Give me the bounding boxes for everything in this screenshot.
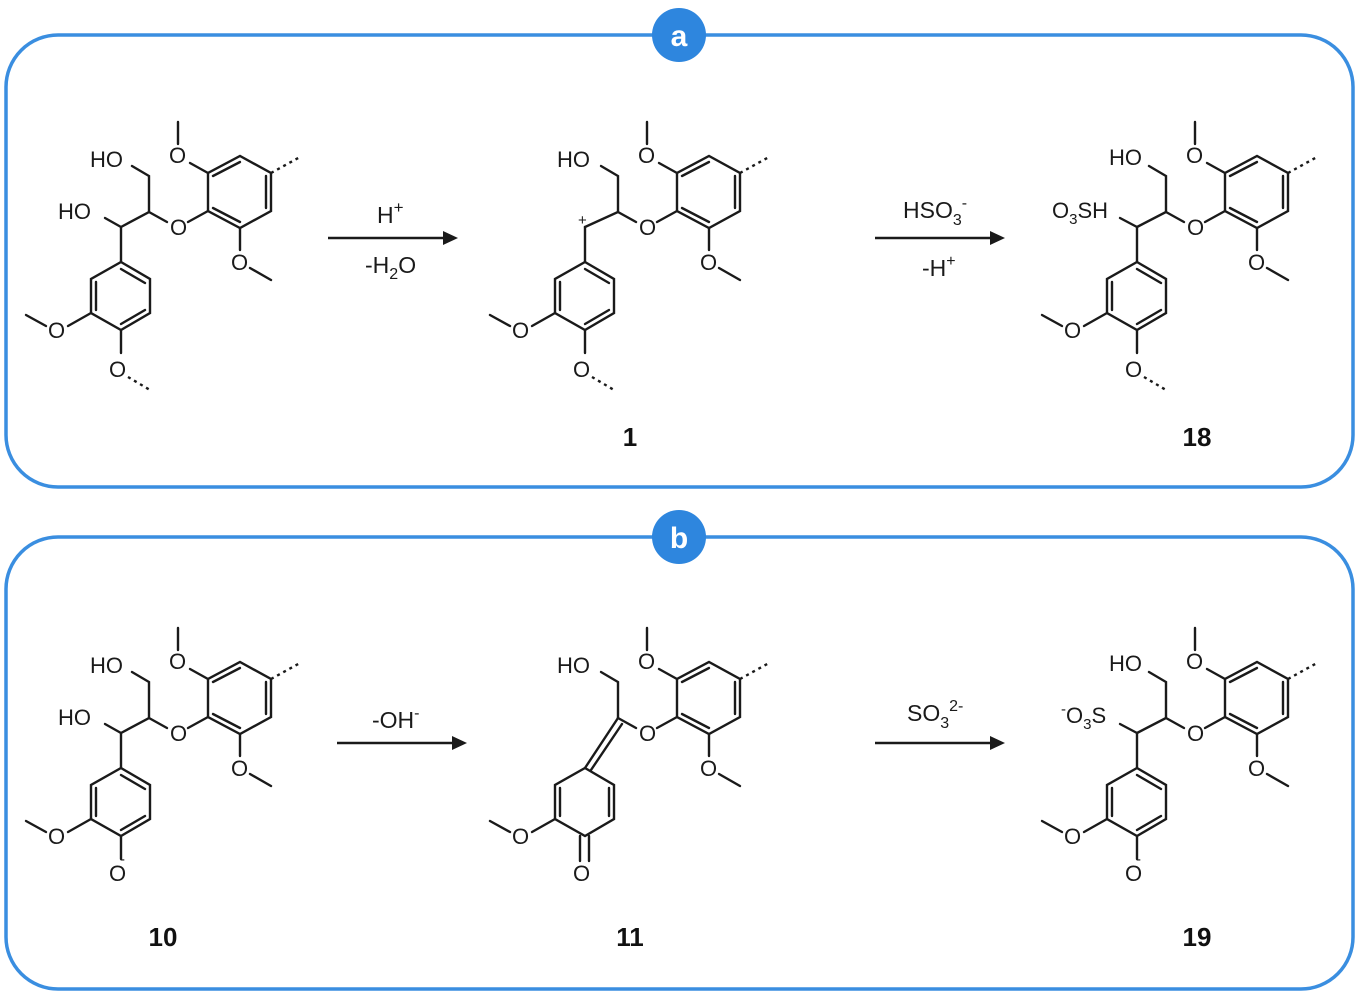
atom-label: O (1064, 318, 1081, 343)
carbonyl-oxygen: O (573, 861, 590, 886)
atom-label: O (638, 649, 655, 674)
atom-label: O (109, 357, 126, 382)
atom-label: O (48, 318, 65, 343)
molecule-bonds (1040, 626, 1318, 861)
atom-label: O (1064, 824, 1081, 849)
panel-a-badge (652, 8, 706, 62)
atom-label: O (1187, 215, 1204, 240)
molecule-bonds (488, 626, 770, 863)
molecule-10: HO HO O O O O O - (24, 626, 301, 886)
atom-label: O (169, 649, 186, 674)
atom-label: O (169, 143, 186, 168)
panel-b-badge-label: b (670, 522, 688, 555)
reaction-arrow-a2: HSO3- -H+ (875, 195, 1005, 281)
atom-label: O (1248, 250, 1265, 275)
atom-label: O (639, 215, 656, 240)
atom-label: HO (557, 147, 590, 172)
arrow-condition-top: HSO3- (903, 195, 967, 229)
compound-label-10: 10 (149, 922, 178, 952)
atom-label: HO (557, 653, 590, 678)
compound-label-18: 18 (1183, 422, 1212, 452)
atom-label: O (170, 721, 187, 746)
molecule-1: + HO O O O O O (488, 120, 770, 392)
compound-label-11: 11 (616, 922, 644, 952)
panel-b: b (4, 510, 1355, 991)
arrow-condition-bottom: -H+ (922, 253, 956, 281)
atom-label: O (1186, 649, 1203, 674)
arrow-condition-bottom: -H2O (365, 252, 416, 283)
atom-label: HO (90, 147, 123, 172)
anion-charge: - (1136, 851, 1141, 868)
arrow-condition-top: -OH- (372, 705, 420, 733)
anion-charge: - (120, 851, 125, 868)
atom-label: O (573, 357, 590, 382)
atom-label: HO (58, 705, 91, 730)
atom-label: O (512, 318, 529, 343)
atom-label: HO (90, 653, 123, 678)
compound-label-1: 1 (623, 422, 637, 452)
molecule-bonds (1040, 120, 1318, 392)
reaction-arrow-a1: H+ -H2O (328, 198, 458, 283)
reaction-arrow-b1: -OH- (337, 705, 467, 750)
sulfonate-group: -O3S (1061, 701, 1106, 733)
atom-label: O (1187, 721, 1204, 746)
atom-label: HO (1109, 651, 1142, 676)
atom-label: HO (58, 199, 91, 224)
panel-b-badge (652, 510, 706, 564)
phenolate-oxygen: O (1125, 861, 1142, 886)
molecule-bonds (24, 120, 301, 392)
molecule-11: HO O O O O O (488, 626, 770, 886)
compound-label-19: 19 (1183, 922, 1212, 952)
atom-label: O (700, 756, 717, 781)
panel-b-frame (4, 535, 1355, 991)
atom-label: O (231, 250, 248, 275)
atom-label: O (1125, 357, 1142, 382)
atom-label: O (48, 824, 65, 849)
phenolate-oxygen: O (109, 861, 126, 886)
molecule-a-start: HO HO O O O O O (24, 120, 301, 392)
atom-label: O (639, 721, 656, 746)
atom-label: O (512, 824, 529, 849)
atom-label: O (700, 250, 717, 275)
atom-label: O (170, 215, 187, 240)
sulfonic-acid-group: O3SH (1052, 198, 1108, 228)
atom-label: O (1186, 143, 1203, 168)
panel-a: a (4, 8, 1355, 489)
panel-a-frame (4, 33, 1355, 489)
atom-label: O (638, 143, 655, 168)
molecule-18: HO O3SH O O O O O (1040, 120, 1318, 392)
panel-a-badge-label: a (671, 20, 688, 53)
arrow-condition-top: SO32- (907, 698, 963, 732)
atom-label: O (1248, 756, 1265, 781)
arrow-condition-top: H+ (377, 198, 404, 228)
atom-label: O (231, 756, 248, 781)
molecule-bonds (488, 120, 770, 392)
molecule-19: HO -O3S O O O O O - (1040, 626, 1318, 886)
atom-label: HO (1109, 145, 1142, 170)
reaction-arrow-b2: SO32- (875, 698, 1005, 750)
molecule-bonds (24, 626, 301, 861)
cation-charge: + (578, 212, 587, 229)
